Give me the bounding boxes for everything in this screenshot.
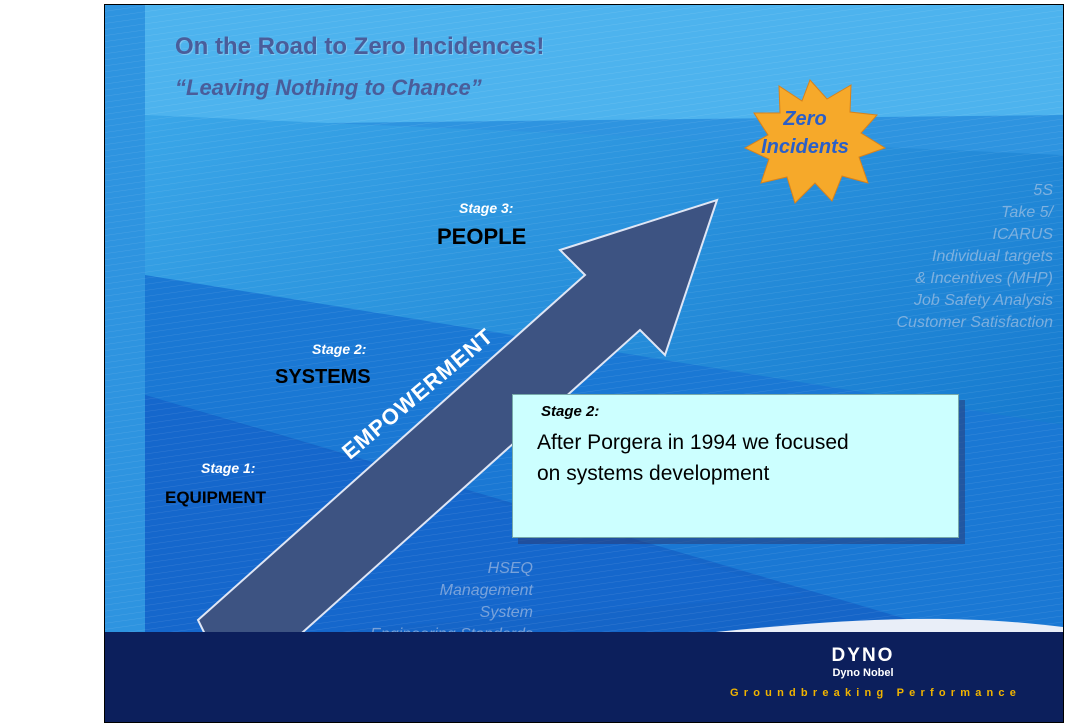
background	[105, 5, 1063, 705]
slide: On the Road to Zero Incidences! “Leaving…	[104, 4, 1064, 723]
people-item: & Incentives (MHP)	[915, 270, 1053, 287]
stage1-tag: Stage 1:	[201, 460, 256, 476]
dyno-logo: DYNO Dyno Nobel	[783, 645, 943, 679]
footer-tagline: Groundbreaking Performance	[730, 687, 1022, 699]
company-name: Dyno Nobel	[832, 667, 894, 679]
logo-wordmark: DYNO	[831, 645, 895, 666]
callout-body: After Porgera in 1994 we focused on syst…	[537, 431, 849, 485]
slide-title: On the Road to Zero Incidences!	[175, 33, 545, 60]
zero-label-line2: Incidents	[761, 136, 849, 158]
callout-box: Stage 2: After Porgera in 1994 we focuse…	[512, 394, 959, 538]
zero-incidents-label: Zero Incidents	[740, 105, 870, 161]
stage2-tag: Stage 2:	[312, 341, 367, 357]
people-items-list: 5S Take 5/ ICARUS Individual targets & I…	[896, 180, 1053, 334]
equipment-item: HSEQ	[487, 560, 533, 577]
zero-incidents-star	[743, 79, 887, 204]
zero-label-line1: Zero	[783, 108, 827, 130]
people-item: ICARUS	[992, 226, 1053, 243]
callout-tag: Stage 2:	[541, 403, 600, 420]
people-item: 5S	[1033, 182, 1053, 199]
people-item: Job Safety Analysis	[913, 292, 1053, 309]
stage1-name: EQUIPMENT	[165, 488, 267, 507]
equipment-item: Management	[439, 582, 533, 599]
people-item: Take 5/	[1001, 204, 1053, 221]
stage3-name: PEOPLE	[437, 224, 527, 249]
people-item: Individual targets	[932, 248, 1053, 265]
slide-subtitle: “Leaving Nothing to Chance”	[175, 75, 482, 100]
stage2-name: SYSTEMS	[275, 366, 371, 388]
people-item: Customer Satisfaction	[896, 314, 1053, 331]
equipment-item: System	[479, 604, 533, 621]
footer-bar	[105, 632, 1063, 722]
stage3-tag: Stage 3:	[459, 200, 514, 216]
